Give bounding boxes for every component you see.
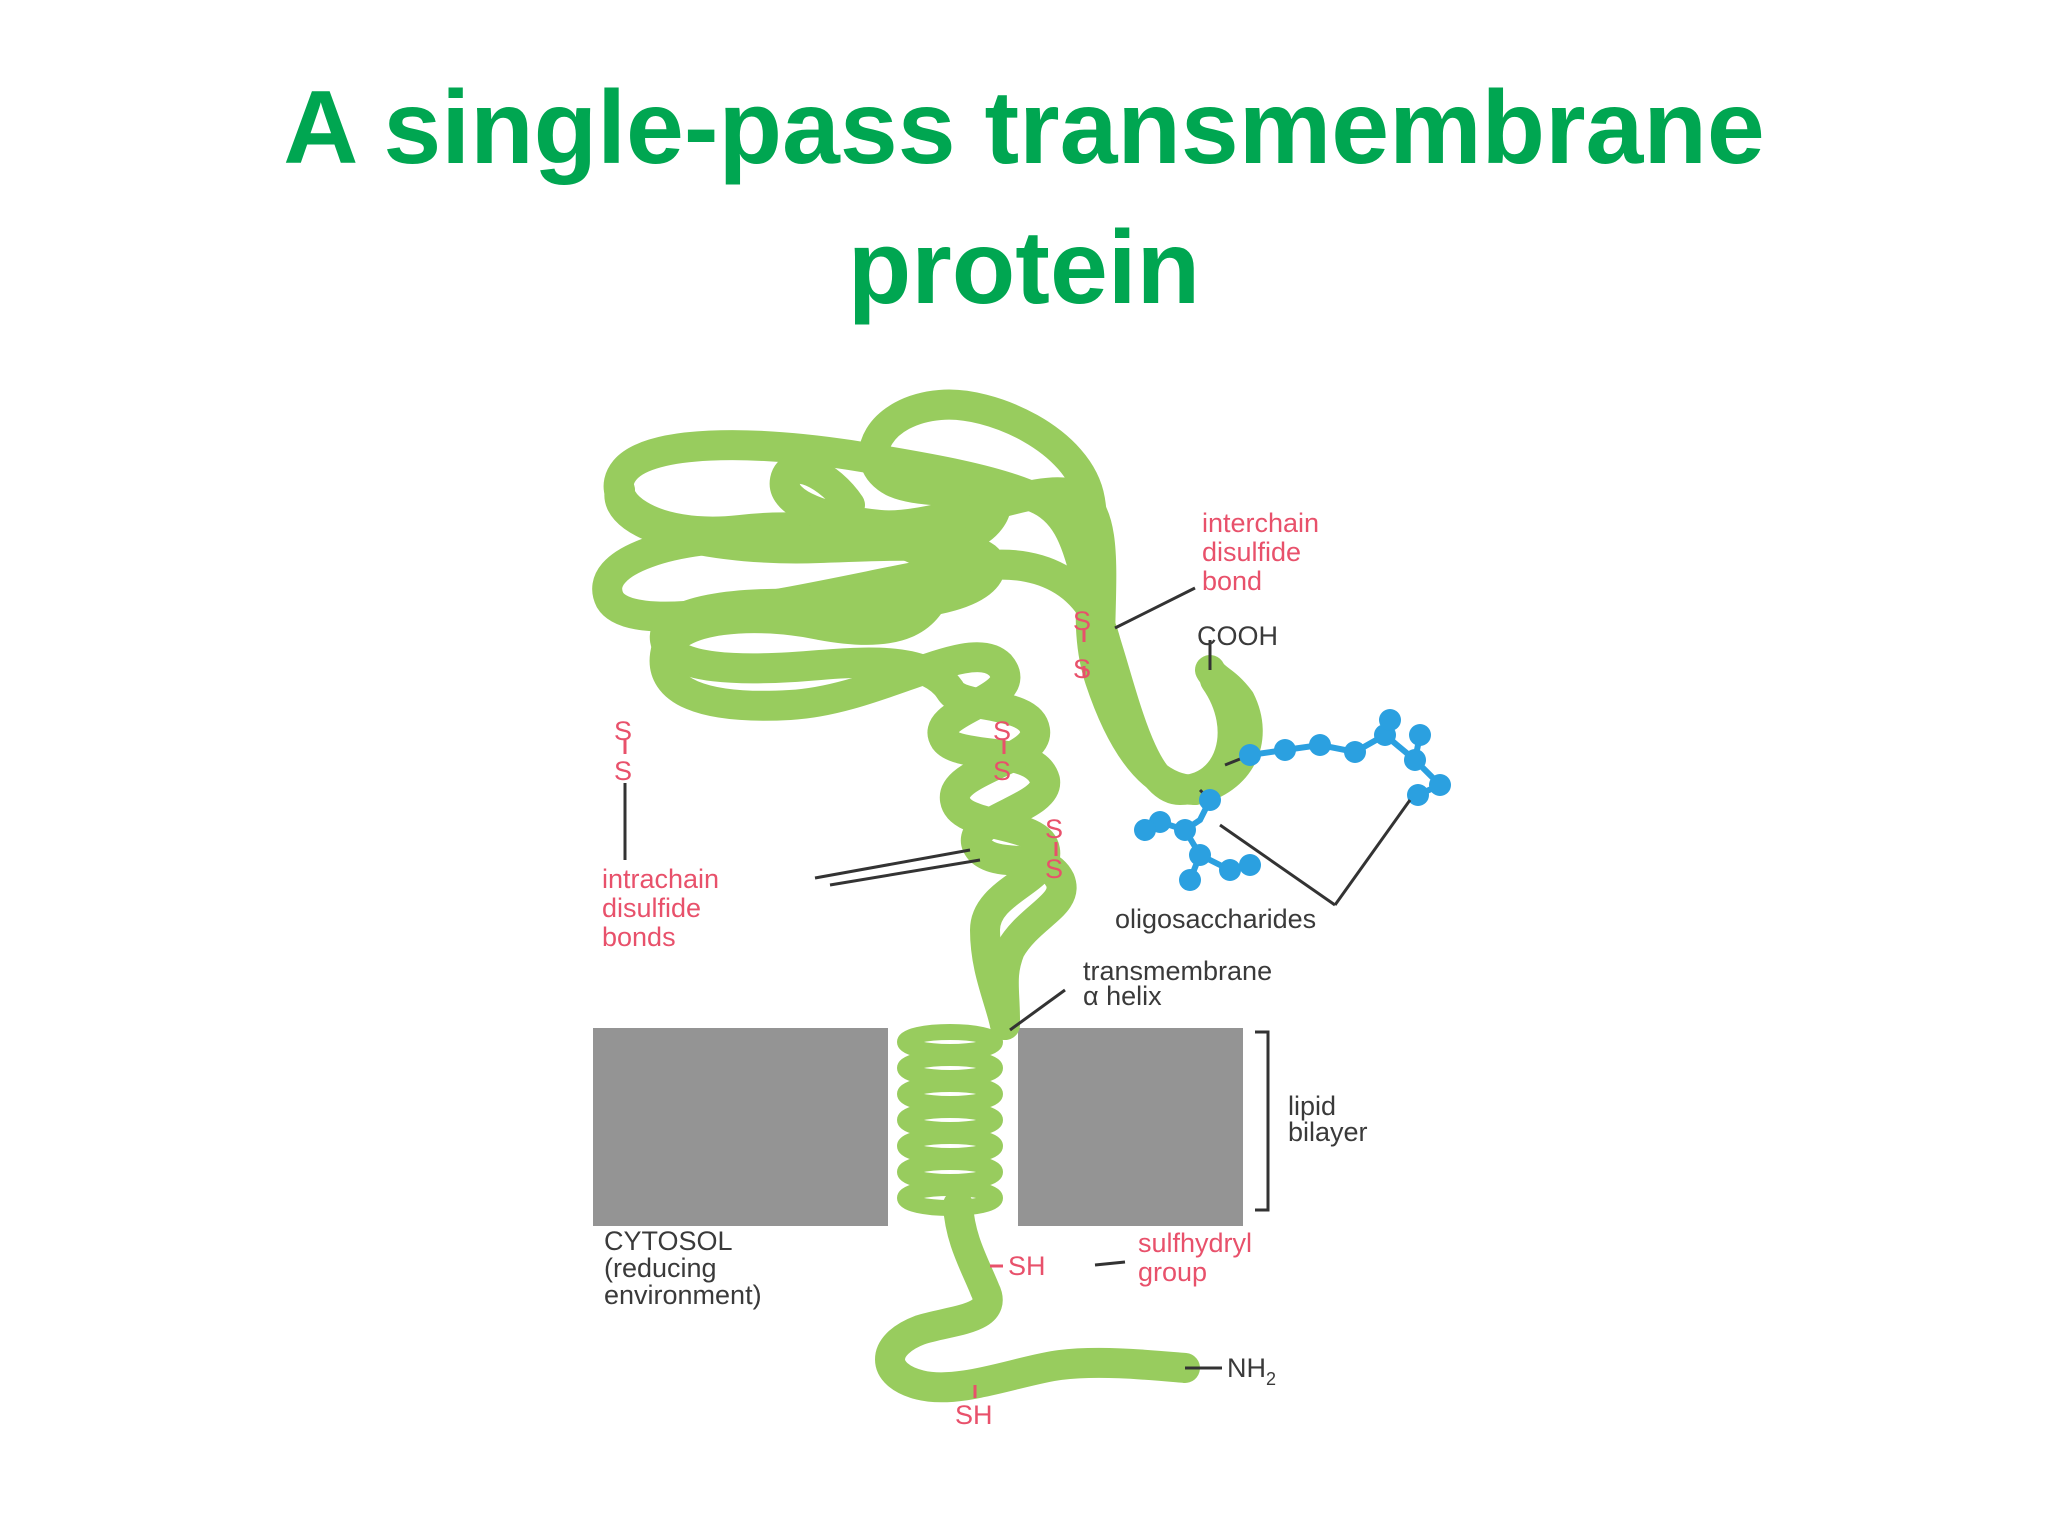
label-cytosol-line2: (reducing	[604, 1253, 717, 1283]
label-intrachain-line3: bonds	[602, 922, 676, 952]
protein-chain-middle-folds	[604, 475, 1006, 705]
label-nh2-subscript: 2	[1266, 1369, 1276, 1389]
title-line-2: protein	[847, 210, 1201, 326]
lipid-bilayer-left	[593, 1028, 888, 1226]
label-cytosol-line3: environment)	[604, 1280, 762, 1310]
s-glyph: S	[993, 756, 1011, 786]
s-glyph: S	[614, 716, 632, 746]
label-cytosol: CYTOSOL (reducing environment)	[604, 1226, 762, 1310]
disulfide-interchain: S S	[1073, 606, 1091, 684]
page-title: A single-pass transmembrane protein	[0, 58, 2048, 338]
title-line-1: A single-pass transmembrane	[283, 70, 1765, 186]
protein-chain-cterm	[1180, 655, 1263, 805]
disulfide-marks	[623, 628, 1086, 1398]
sugar-residues	[1134, 709, 1451, 891]
label-interchain-line1: interchain	[1202, 508, 1319, 538]
label-sh-bottom: SH	[955, 1400, 993, 1430]
label-sh-membrane: SH	[1008, 1251, 1046, 1281]
label-lipid-line1: lipid	[1288, 1091, 1336, 1121]
label-oligosaccharides: oligosaccharides	[1115, 904, 1316, 934]
s-glyph: S	[993, 716, 1011, 746]
label-intrachain: intrachain disulfide bonds	[602, 864, 719, 952]
label-cytosol-line1: CYTOSOL	[604, 1226, 733, 1256]
label-interchain-line2: disulfide	[1202, 537, 1301, 567]
protein-chain-to-helix	[935, 675, 1061, 1040]
label-lipid-line2: bilayer	[1288, 1117, 1368, 1147]
lipid-bracket	[1255, 1030, 1270, 1212]
s-glyph: S	[614, 756, 632, 786]
transmembrane-helix-coils	[897, 1024, 1003, 1216]
protein-chain-cytosolic	[875, 1190, 1200, 1403]
s-glyph: S	[1045, 854, 1063, 884]
label-intrachain-line2: disulfide	[602, 893, 701, 923]
label-nh2: NH2	[1227, 1353, 1276, 1389]
disulfide-intrachain-lower: S S	[1045, 814, 1063, 884]
leader-lines	[623, 586, 1412, 1370]
label-transmembrane-line2: α helix	[1083, 981, 1162, 1011]
label-transmembrane: transmembrane α helix	[1083, 956, 1272, 1011]
label-sulfhydryl-line2: group	[1138, 1257, 1207, 1287]
label-interchain-line3: bond	[1202, 566, 1262, 596]
disulfide-intrachain-left: S S	[614, 716, 632, 786]
label-cooh: COOH	[1197, 621, 1278, 651]
label-intrachain-line1: intrachain	[602, 864, 719, 894]
s-glyph: S	[1045, 814, 1063, 844]
disulfide-intrachain-mid: S S	[993, 716, 1011, 786]
s-glyph: S	[1073, 606, 1091, 636]
label-interchain: interchain disulfide bond	[1202, 508, 1319, 596]
label-transmembrane-line1: transmembrane	[1083, 956, 1272, 986]
label-sulfhydryl: sulfhydryl group	[1138, 1228, 1252, 1287]
label-nh2-text: NH	[1227, 1353, 1266, 1383]
s-glyph: S	[1073, 654, 1091, 684]
lipid-bilayer-right	[1018, 1028, 1243, 1226]
label-sulfhydryl-line1: sulfhydryl	[1138, 1228, 1252, 1258]
protein-chain-crest	[769, 453, 1117, 665]
label-lipid-bilayer: lipid bilayer	[1288, 1091, 1368, 1147]
